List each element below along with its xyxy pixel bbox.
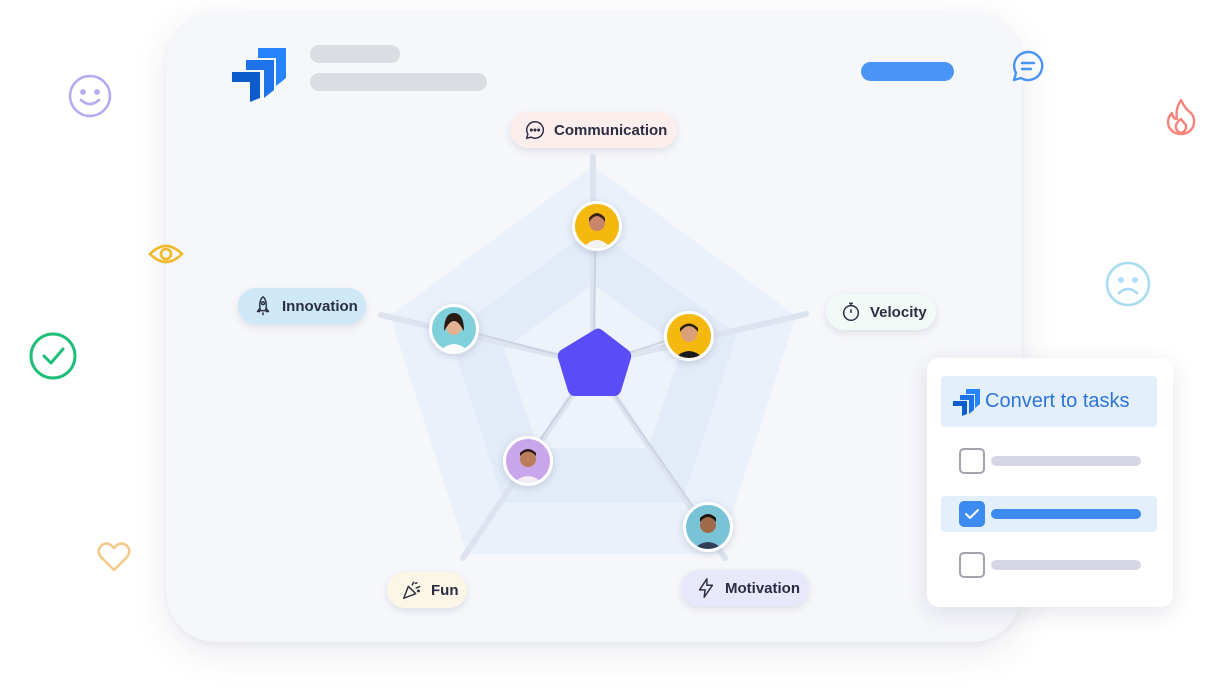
axis-label-innovation[interactable]: Innovation [238,288,366,324]
task-checkbox[interactable] [959,448,985,474]
axis-label-fun[interactable]: Fun [387,572,467,608]
rocket-icon [256,296,270,316]
title-placeholder [310,45,400,63]
convert-to-tasks-button[interactable]: Convert to tasks [941,376,1157,427]
axis-label-text: Innovation [282,297,358,315]
convert-tasks-panel: Convert to tasks [927,358,1173,607]
party-popper-icon [403,581,421,599]
chat-icon [525,121,545,140]
jira-logo [953,388,980,416]
avatar[interactable] [683,502,733,552]
task-placeholder [991,509,1141,519]
axis-label-velocity[interactable]: Velocity [826,294,936,330]
axis-label-text: Communication [554,121,668,139]
check-circle-icon [29,332,77,380]
stopwatch-icon [842,302,860,321]
smiley-icon [68,74,112,118]
axis-label-motivation[interactable]: Motivation [681,570,809,606]
axis-label-text: Motivation [725,579,800,597]
convert-to-tasks-label: Convert to tasks [985,390,1130,412]
chat-icon [1012,50,1044,82]
task-row[interactable] [941,496,1157,532]
axis-label-text: Velocity [870,303,927,321]
checkmark-icon [965,509,979,519]
axis-label-text: Fun [431,581,459,599]
jira-logo [232,48,286,102]
heart-icon [97,542,131,572]
axis-label-communication[interactable]: Communication [510,112,677,148]
task-checkbox[interactable] [959,552,985,578]
task-placeholder [991,560,1141,570]
task-row[interactable] [941,443,1157,479]
fire-icon [1166,98,1196,136]
task-placeholder [991,456,1141,466]
task-row[interactable] [941,547,1157,583]
action-pill[interactable] [861,62,954,81]
avatar[interactable] [429,304,479,354]
avatar[interactable] [664,311,714,361]
task-checkbox[interactable] [959,501,985,527]
avatar[interactable] [572,201,622,251]
lightning-icon [698,578,714,598]
eye-icon [148,244,184,264]
sad-face-icon [1105,261,1151,307]
center-pentagon [557,328,632,396]
avatar[interactable] [503,436,553,486]
subtitle-placeholder [310,73,487,91]
